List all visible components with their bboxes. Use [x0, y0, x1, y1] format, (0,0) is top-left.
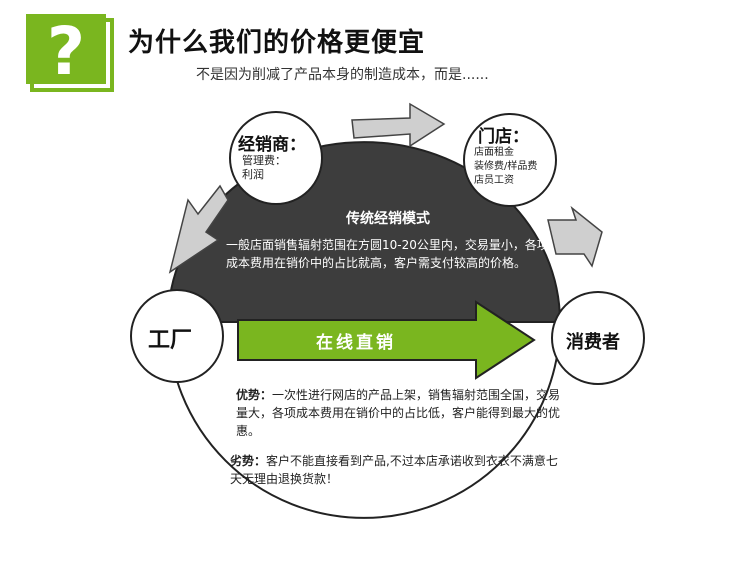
factory-label: 工厂 — [148, 328, 193, 353]
lower-half-circle — [166, 321, 562, 519]
question-mark-glyph: ? — [47, 14, 85, 90]
online-direct-arrow — [237, 300, 536, 380]
dealer-line-2: 利润 — [242, 168, 264, 181]
store-line-2: 装修费/样品费 — [474, 161, 538, 172]
factory-circle — [130, 289, 224, 383]
consumer-label: 消费者 — [566, 332, 620, 353]
arrow-dealer-to-store — [351, 102, 446, 148]
dealer-line-1: 管理费： — [242, 154, 286, 167]
store-circle — [463, 113, 557, 207]
question-mark-logo: ? — [26, 14, 114, 92]
advantage-block: 优势：一次性进行网店的产品上架，销售辐射范围全国，交易量大，各项成本费用在销价中… — [236, 386, 566, 440]
consumer-circle — [551, 291, 645, 385]
disadvantage-label: 劣势： — [230, 454, 267, 468]
arrow-factory-to-dealer — [168, 184, 229, 274]
online-direct-label: 在线直销 — [316, 333, 396, 353]
traditional-mode-title: 传统经销模式 — [346, 211, 430, 227]
disadvantage-block: 劣势：客户不能直接看到产品,不过本店承诺收到衣衣不满意七天无理由退换货款！ — [230, 452, 560, 488]
store-line-3: 店员工资 — [474, 175, 514, 186]
traditional-mode-description: 一般店面销售辐射范围在方圆10-20公里内，交易量小，各项成本费用在销价中的占比… — [226, 238, 549, 270]
dealer-circle — [229, 111, 323, 205]
page-title: 为什么我们的价格更便宜 — [128, 28, 426, 58]
arrow-store-to-consumer — [547, 205, 603, 268]
dealer-title: 经销商： — [238, 135, 306, 155]
advantage-text: 一次性进行网店的产品上架，销售辐射范围全国，交易量大，各项成本费用在销价中的占比… — [236, 388, 561, 438]
store-line-1: 店面租金 — [474, 147, 514, 158]
store-title: 门店： — [478, 127, 529, 147]
advantage-label: 优势： — [236, 388, 273, 402]
disadvantage-text: 客户不能直接看到产品,不过本店承诺收到衣衣不满意七天无理由退换货款！ — [230, 454, 558, 486]
page-subtitle: 不是因为削减了产品本身的制造成本，而是...... — [196, 67, 489, 83]
